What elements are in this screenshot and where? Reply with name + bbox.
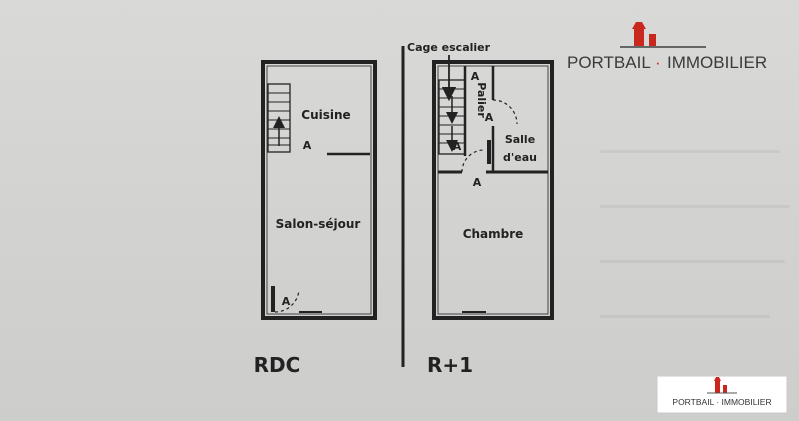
ground-floor-outer-wall bbox=[261, 60, 377, 320]
portbail-watermark: PORTBAIL · IMMOBILIER bbox=[567, 22, 767, 72]
ground-floor-plan: Cuisine A Salon-séjour A RDC bbox=[254, 60, 377, 377]
bedroom-door-swing bbox=[461, 149, 485, 173]
watermark-separator: · bbox=[655, 53, 661, 72]
room-label-cuisine: Cuisine bbox=[301, 108, 350, 122]
ground-floor-entrance-door bbox=[271, 286, 322, 313]
first-floor-inner-wall bbox=[437, 65, 549, 315]
background-text-line bbox=[600, 150, 780, 153]
room-label-chambre: Chambre bbox=[463, 227, 524, 241]
watermark-brand-name: PORTBAIL bbox=[567, 53, 651, 72]
watermark-brand-suffix: IMMOBILIER bbox=[667, 53, 767, 72]
room-label-salle-deau-line1: Salle bbox=[505, 133, 535, 146]
marker-a: A bbox=[303, 139, 312, 152]
ground-floor-inner-wall bbox=[266, 65, 372, 315]
callout-label-cage-escalier: Cage escalier bbox=[407, 41, 491, 54]
marker-a: A bbox=[453, 140, 462, 153]
marker-a: A bbox=[485, 111, 494, 124]
badge-brand-text: PORTBAIL · IMMOBILIER bbox=[672, 397, 771, 407]
marker-a: A bbox=[471, 70, 480, 83]
first-floor-plan: A Palier A Salle d'eau A A Chambre Cage … bbox=[407, 41, 554, 377]
room-label-palier: Palier bbox=[475, 82, 488, 118]
portbail-logo-badge: PORTBAIL · IMMOBILIER bbox=[656, 375, 788, 414]
first-floor-outer-wall bbox=[432, 60, 554, 320]
room-label-salle-deau-line2: d'eau bbox=[503, 151, 537, 164]
room-label-salon-sejour: Salon-séjour bbox=[276, 217, 361, 231]
marker-a: A bbox=[282, 295, 291, 308]
ground-floor-staircase bbox=[267, 83, 291, 153]
bathroom-walls bbox=[438, 66, 548, 174]
background-text-line bbox=[600, 260, 785, 263]
level-label-rdc: RDC bbox=[254, 353, 301, 377]
level-label-r-plus-1: R+1 bbox=[427, 353, 473, 377]
background-text-line bbox=[600, 315, 770, 318]
bathroom-door-swing bbox=[492, 99, 518, 125]
background-text-line bbox=[600, 205, 790, 208]
marker-a: A bbox=[473, 176, 482, 189]
